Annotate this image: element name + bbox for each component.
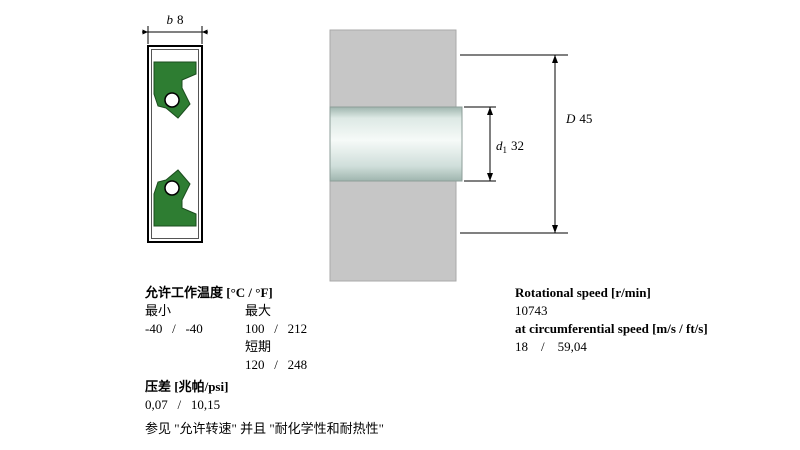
temperature-short-term-label: 短期 [245,339,272,354]
pressure-value: 0,07 / 10,15 [145,397,221,412]
speed-specs: Rotational speed [r/min] 10743 at circum… [515,284,708,356]
temperature-min-label: 最小 [145,303,172,318]
temperature-title: 允许工作温度 [°C / °F] [145,285,273,300]
circumferential-speed-label: at circumferential speed [m/s / ft/s] [515,321,708,336]
rotational-speed-label: Rotational speed [r/min] [515,285,651,300]
reference-note: 参见 "允许转速" 并且 "耐化学性和耐热性" [145,421,384,436]
temperature-min-value: -40 / -40 [145,321,203,336]
seal-lip-top [153,61,197,119]
seal-body [147,45,203,243]
shaft [329,106,463,182]
temperature-max-label: 最大 [245,303,272,318]
operating-conditions: 允许工作温度 [°C / °F] 最小 -40 / -40 最大 100 / 2… [145,284,384,438]
rotational-speed-value: 10743 [515,303,548,318]
temperature-max-value: 100 / 212 [245,321,308,336]
circumferential-speed-value: 18 / 59,04 [515,339,587,354]
temperature-short-term-value: 120 / 248 [245,357,308,372]
garter-spring-top [164,92,180,108]
seal-inner-case [151,49,199,239]
temperature-table: 最小 -40 / -40 最大 100 / 212 短期 120 / 248 [145,302,384,374]
pressure-title: 压差 [兆帕/psi] [145,379,229,394]
garter-spring-bottom [164,180,180,196]
seal-lip-bottom [153,169,197,227]
